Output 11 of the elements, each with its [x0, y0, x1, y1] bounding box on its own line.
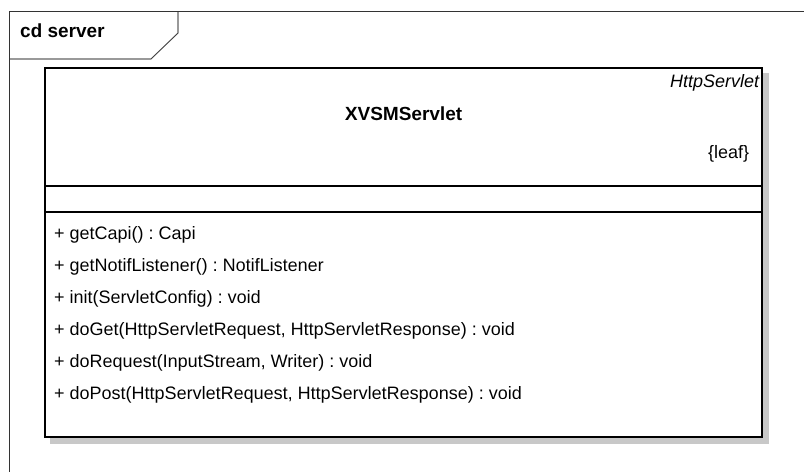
- frame-title: cd server: [20, 22, 105, 41]
- diagram-frame: [9, 11, 804, 472]
- operation-text: + doPost(HttpServletRequest, HttpServletResponse) : void: [54, 382, 523, 405]
- operation-text: + init(ServletConfig) : void: [54, 286, 262, 309]
- stereotype-text: HttpServlet: [670, 72, 759, 90]
- operation-text: + getNotifListener() : NotifListener: [54, 254, 325, 277]
- operation-text: + getCapi() : Capi: [54, 222, 197, 245]
- operation-text: + doRequest(InputStream, Writer) : void: [54, 350, 374, 373]
- class-name: XVSMServlet: [344, 105, 464, 124]
- operation-text: + doGet(HttpServletRequest, HttpServletResponse) : void: [54, 318, 516, 341]
- property-text: {leaf}: [708, 143, 749, 161]
